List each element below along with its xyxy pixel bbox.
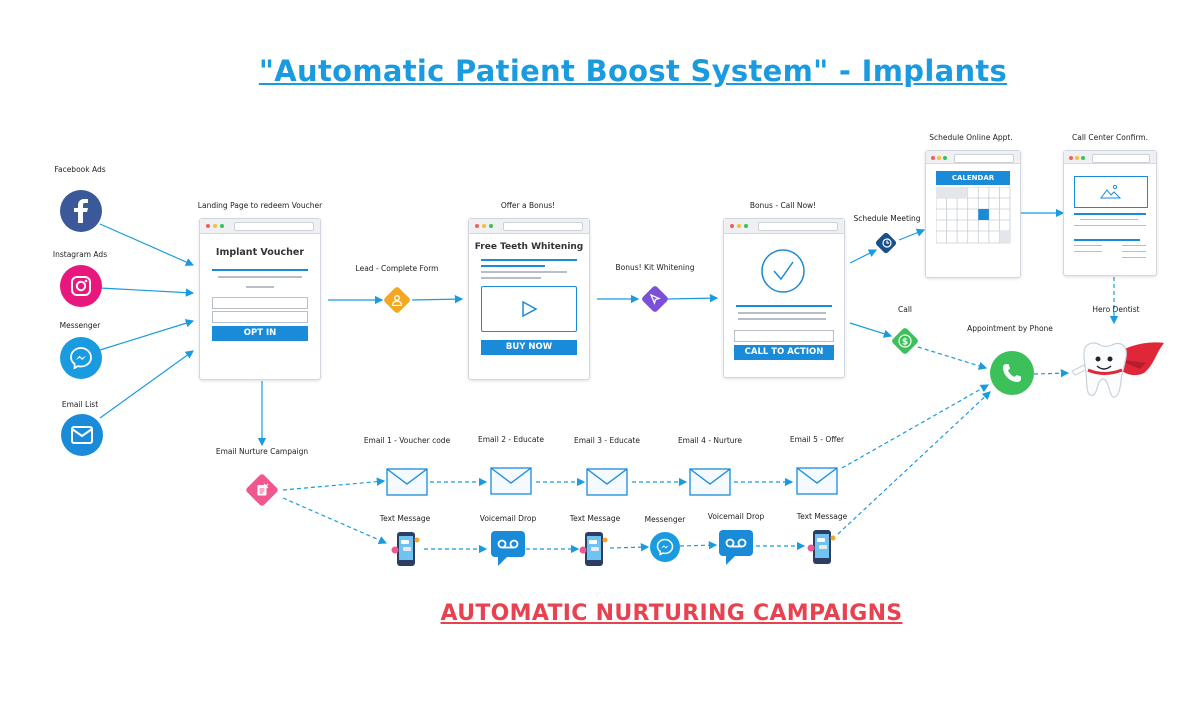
calendar-window: CALENDAR: [925, 150, 1021, 278]
schedule-online-label: Schedule Online Appt.: [929, 133, 1013, 142]
cursor-icon: [641, 285, 669, 313]
landing-label: Landing Page to redeem Voucher: [197, 201, 323, 210]
call-label: Call: [897, 305, 913, 314]
hero-tooth-icon: [1070, 337, 1166, 407]
call-center-label: Call Center Confirm.: [1072, 133, 1148, 142]
user-icon: [383, 286, 411, 314]
phone-icon: [990, 351, 1034, 395]
sequence-label-6: Text Message: [796, 512, 848, 521]
phone-field[interactable]: [734, 330, 834, 342]
svg-text:$: $: [902, 338, 908, 348]
email-1-label: Email 1 - Voucher code: [363, 436, 451, 445]
email-campaign-label: Email Nurture Campaign: [215, 447, 309, 456]
landing-heading: Implant Voucher: [215, 247, 305, 258]
page-title: "Automatic Patient Boost System" - Impla…: [258, 54, 1008, 88]
landing-page-window: Implant Voucher OPT IN: [199, 218, 321, 380]
email-5-label: Email 5 - Offer: [789, 435, 845, 444]
dollar-icon: $: [891, 327, 919, 355]
lead-label: Lead - Complete Form: [355, 264, 439, 273]
bonus-label: Bonus - Call Now!: [749, 201, 817, 210]
opt-in-button[interactable]: OPT IN: [212, 326, 308, 341]
offer-page-window: Free Teeth Whitening BUY NOW: [468, 218, 590, 380]
messenger-icon: [650, 532, 680, 562]
schedule-meeting-label: Schedule Meeting: [853, 214, 921, 223]
facebook-icon: [60, 190, 102, 232]
confirmation-window: [1063, 150, 1157, 276]
text-message-icon: [578, 530, 610, 572]
bonus-page-window: CALL TO ACTION: [723, 218, 845, 378]
check-icon: [760, 248, 806, 298]
offer-label: Offer a Bonus!: [500, 201, 556, 210]
offer-heading: Free Teeth Whitening: [474, 242, 584, 252]
video-player[interactable]: [481, 286, 577, 332]
email-icon: [61, 414, 103, 456]
sequence-label-3: Text Message: [569, 514, 621, 523]
kit-label: Bonus! Kit Whitening: [615, 263, 695, 272]
sequence-label-4: Messenger: [644, 515, 686, 524]
source-label-facebook: Facebook Ads: [54, 165, 106, 174]
email-2-label: Email 2 - Educate: [478, 435, 544, 444]
calendar-grid[interactable]: [935, 186, 1012, 249]
document-icon: [248, 476, 276, 504]
envelope-icon: [386, 468, 428, 500]
envelope-icon: [490, 467, 532, 499]
buy-now-button[interactable]: BUY NOW: [481, 340, 577, 355]
voicemail-icon: [718, 529, 754, 571]
section-subtitle: AUTOMATIC NURTURING CAMPAIGNS: [440, 601, 903, 626]
name-field[interactable]: [212, 297, 308, 309]
voicemail-icon: [490, 530, 526, 572]
sequence-label-1: Text Message: [379, 514, 431, 523]
envelope-icon: [586, 468, 628, 500]
source-label-instagram: Instagram Ads: [52, 250, 108, 259]
messenger-icon: [60, 337, 102, 379]
call-to-action-button[interactable]: CALL TO ACTION: [734, 345, 834, 360]
instagram-icon: [60, 265, 102, 307]
source-label-messenger: Messenger: [59, 321, 101, 330]
text-message-icon: [806, 528, 838, 570]
hero-dentist-label: Hero Dentist: [1092, 305, 1140, 314]
image-icon: [1074, 176, 1148, 208]
play-icon[interactable]: [482, 287, 576, 331]
text-message-icon: [390, 530, 422, 572]
email-3-label: Email 3 - Educate: [574, 436, 640, 445]
sequence-label-5: Voicemail Drop: [707, 512, 765, 521]
envelope-icon: [796, 467, 838, 499]
sequence-label-2: Voicemail Drop: [479, 514, 537, 523]
email-4-label: Email 4 - Nurture: [677, 436, 743, 445]
source-label-email: Email List: [61, 400, 99, 409]
envelope-icon: [689, 468, 731, 500]
appointment-phone-label: Appointment by Phone: [967, 324, 1053, 333]
calendar-header: CALENDAR: [936, 171, 1010, 185]
email-field[interactable]: [212, 311, 308, 323]
clock-icon: [873, 229, 901, 257]
